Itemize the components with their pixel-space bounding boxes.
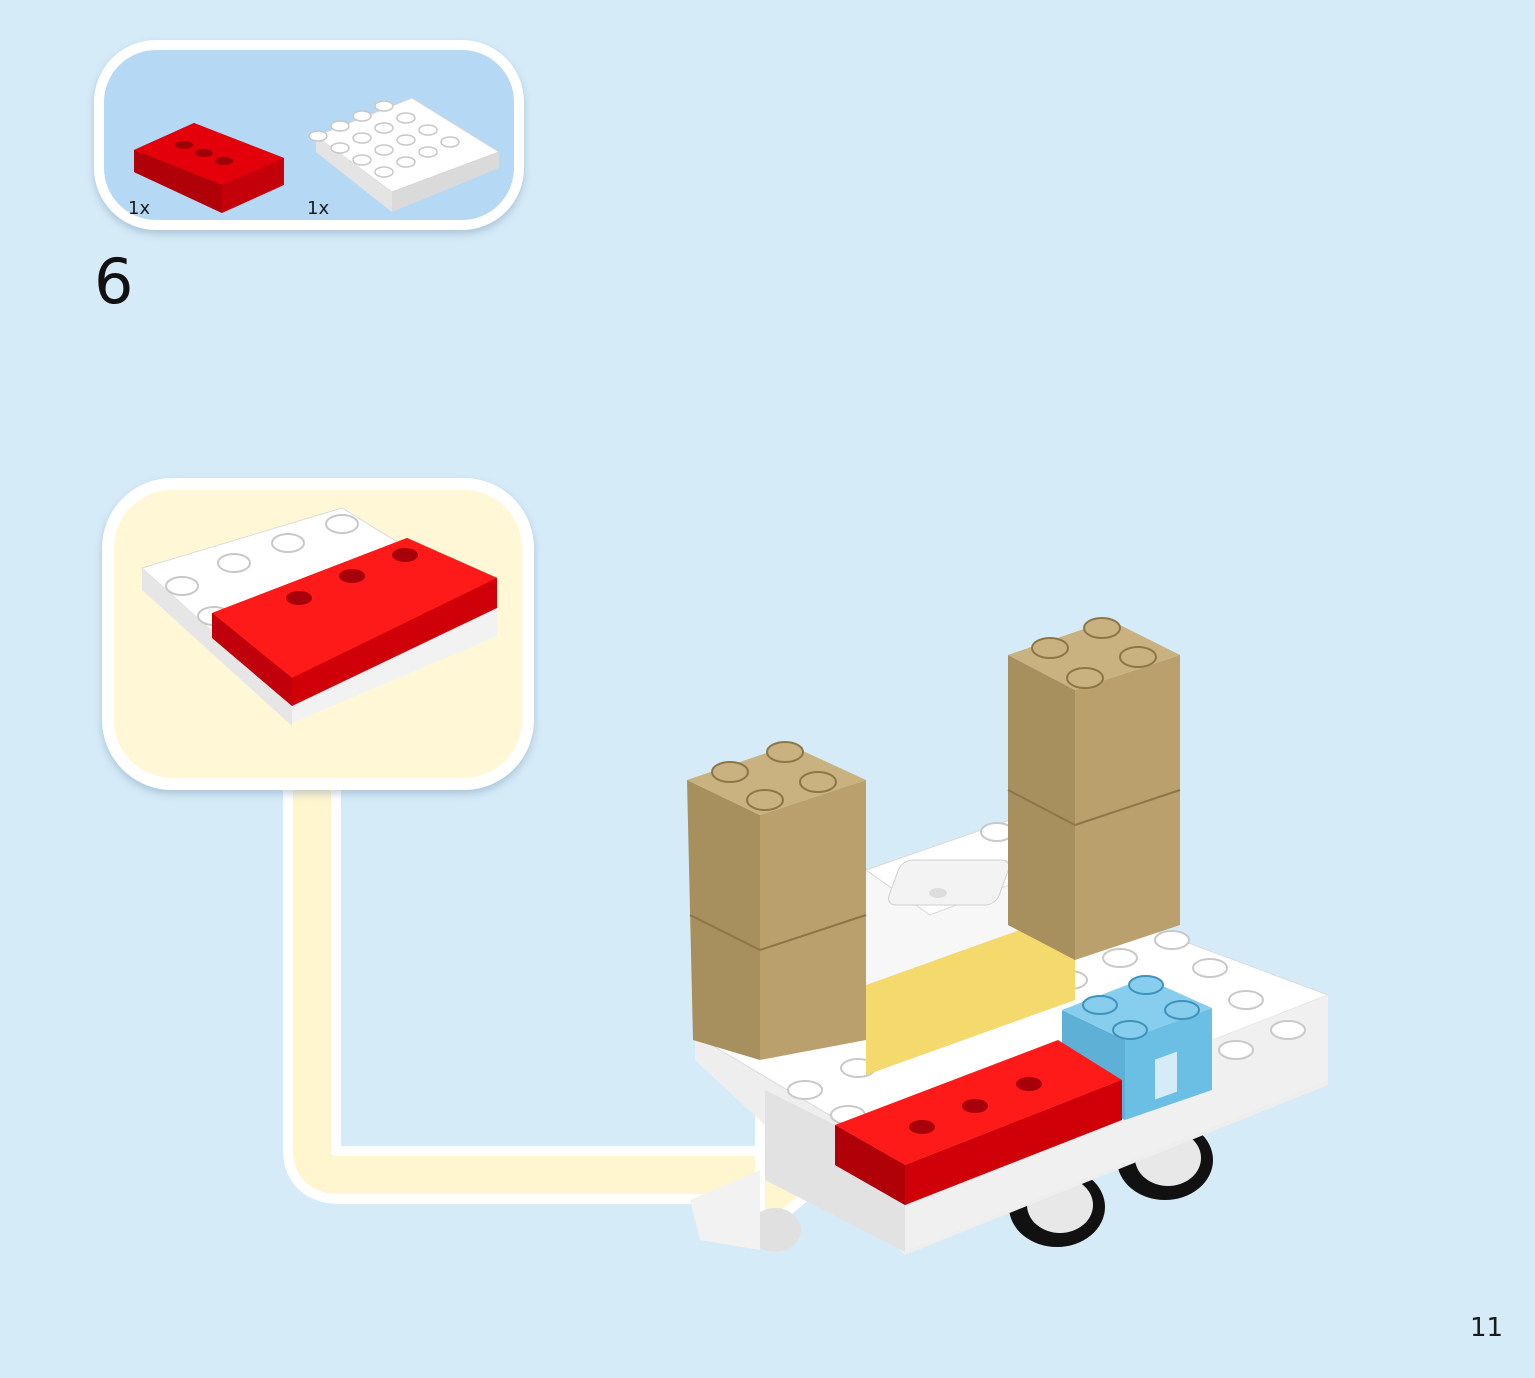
parts-list-art	[134, 97, 501, 213]
part-qty-red-tile: 1x	[128, 198, 151, 219]
red-tile-highlight	[212, 538, 497, 706]
white-plate-part	[308, 97, 501, 212]
parts-list-box: 1x 1x	[94, 40, 524, 230]
part-qty-white-plate: 1x	[307, 198, 330, 219]
tan-tower-left	[687, 741, 867, 1060]
page-number: 11	[1470, 1313, 1504, 1343]
tan-tower-right	[1007, 617, 1181, 960]
red-tile-placed	[835, 1040, 1122, 1205]
callout-box	[102, 478, 534, 790]
red-tile-part	[134, 123, 284, 213]
step-number: 6	[94, 245, 134, 318]
callout-art	[141, 507, 499, 726]
